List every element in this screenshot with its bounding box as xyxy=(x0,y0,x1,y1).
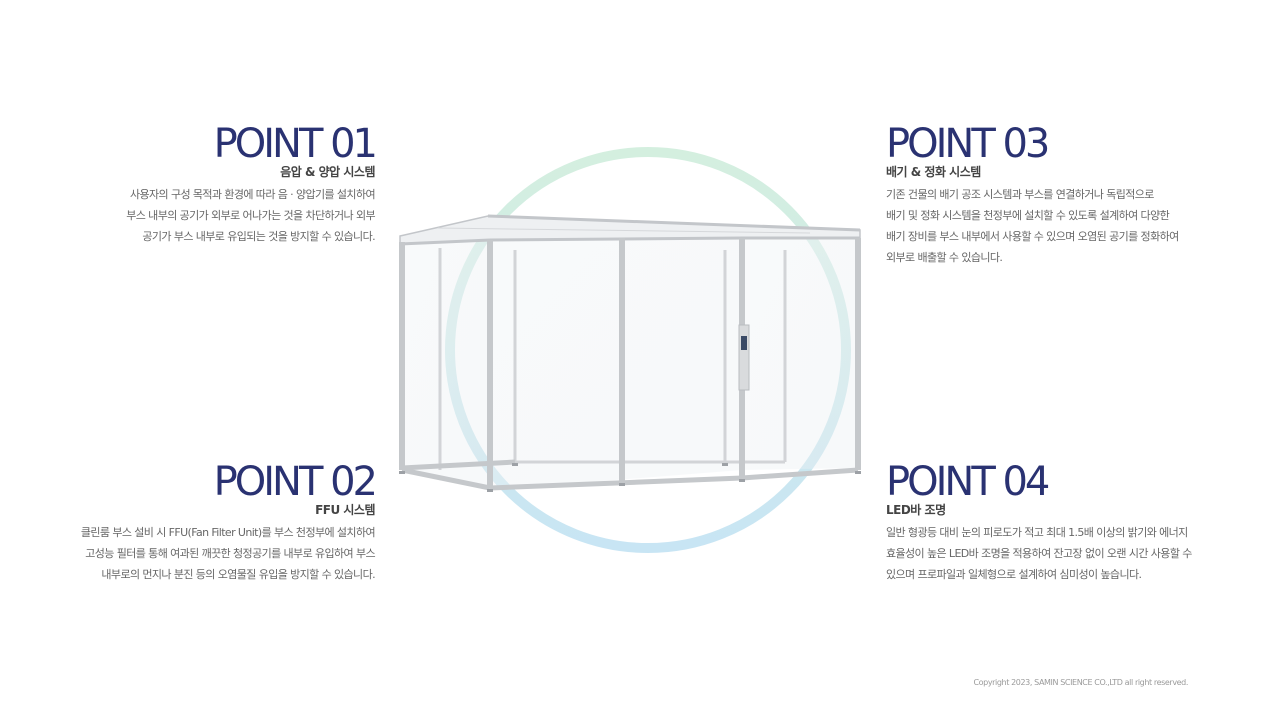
point-04-desc-line: 효율성이 높은 LED바 조명을 적용하여 잔고장 없이 오랜 시간 사용할 수 xyxy=(886,547,1192,560)
point-04-description: 일반 형광등 대비 눈의 피로도가 적고 최대 1.5배 이상의 밝기와 에너지… xyxy=(886,522,1261,585)
point-03-desc-line: 배기 및 정화 시스템을 천정부에 설치할 수 있도록 설계하여 다양한 xyxy=(886,209,1170,222)
point-02-section: POINT 02 FFU 시스템 클린룸 부스 설비 시 FFU(Fan Fil… xyxy=(0,459,378,585)
booth-front-frame xyxy=(399,238,861,488)
point-03-desc-line: 기존 건물의 배기 공조 시스템과 부스를 연결하거나 독립적으로 xyxy=(886,188,1154,201)
point-02-title: POINT 02 xyxy=(213,459,378,505)
point-03-desc-line: 외부로 배출할 수 있습니다. xyxy=(886,251,1003,264)
point-04-title: POINT 04 xyxy=(886,459,1050,505)
point-03-desc-line: 배기 장비를 부스 내부에서 사용할 수 있으며 오염된 공기를 정화하여 xyxy=(886,230,1179,243)
point-03-description: 기존 건물의 배기 공조 시스템과 부스를 연결하거나 독립적으로 배기 및 정… xyxy=(886,184,1261,268)
point-01-desc-line: 부스 내부의 공기가 외부로 어나가는 것을 차단하거나 외부 xyxy=(126,209,375,222)
point-02-subtitle: FFU 시스템 xyxy=(315,503,375,517)
point-02-desc-line: 고성능 필터를 통해 여과된 깨끗한 청정공기를 내부로 유입하여 부스 xyxy=(85,547,375,560)
control-panel xyxy=(738,324,750,391)
copyright-text: Copyright 2023, SAMIN SCIENCE CO.,LTD al… xyxy=(973,678,1188,687)
point-02-desc-line: 내부로의 먼지나 분진 등의 오염물질 유입을 방지할 수 있습니다. xyxy=(101,568,375,581)
point-03-subtitle: 배기 & 정화 시스템 xyxy=(886,165,981,179)
point-03-title: POINT 03 xyxy=(886,121,1050,167)
booth-roof xyxy=(399,214,861,246)
booth-feet xyxy=(399,463,861,492)
point-01-section: POINT 01 음압 & 양압 시스템 사용자의 구성 목적과 환경에 따라 … xyxy=(0,121,378,247)
point-04-desc-line: 일반 형광등 대비 눈의 피로도가 적고 최대 1.5배 이상의 밝기와 에너지 xyxy=(886,526,1188,539)
clean-booth-illustration xyxy=(399,147,861,553)
point-01-title: POINT 01 xyxy=(213,121,378,167)
point-04-subtitle: LED바 조명 xyxy=(886,503,946,517)
point-02-description: 클린룸 부스 설비 시 FFU(Fan Filter Unit)를 부스 천정부… xyxy=(0,522,376,585)
glass-panels xyxy=(402,222,860,490)
point-04-desc-line: 있으며 프로파일과 일체형으로 설계하여 심미성이 높습니다. xyxy=(886,568,1142,581)
point-01-description: 사용자의 구성 목적과 환경에 따라 음 · 양압기를 설치하여 부스 내부의 … xyxy=(0,184,375,247)
point-01-subtitle: 음압 & 양압 시스템 xyxy=(280,165,375,179)
point-01-desc-line: 사용자의 구성 목적과 환경에 따라 음 · 양압기를 설치하여 xyxy=(129,188,376,201)
point-01-desc-line: 공기가 부스 내부로 유입되는 것을 방지할 수 있습니다. xyxy=(142,230,375,243)
booth-base xyxy=(401,459,859,491)
point-03-section: POINT 03 배기 & 정화 시스템 기존 건물의 배기 공조 시스템과 부… xyxy=(886,122,1261,268)
point-02-desc-line: 클린룸 부스 설비 시 FFU(Fan Filter Unit)를 부스 천정부… xyxy=(80,526,376,539)
point-04-section: POINT 04 LED바 조명 일반 형광등 대비 눈의 피로도가 적고 최대… xyxy=(886,460,1261,585)
